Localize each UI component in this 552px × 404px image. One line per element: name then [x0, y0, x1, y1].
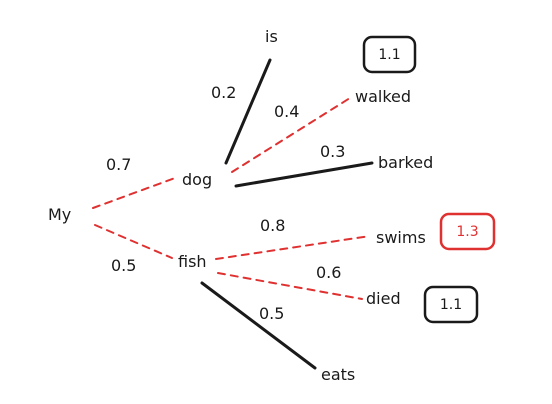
prob-dog-barked: 0.3 — [320, 142, 345, 161]
score-walked: 1.1 — [378, 47, 400, 63]
prob-dog-walked: 0.4 — [274, 102, 299, 121]
edge-my-fish — [94, 224, 173, 259]
score-box-swims: 1.3 — [439, 212, 496, 251]
node-swims: swims — [376, 228, 426, 247]
score-swims: 1.3 — [456, 224, 478, 240]
node-walked: walked — [355, 87, 411, 106]
node-died: died — [366, 289, 401, 308]
prob-fish-died: 0.6 — [316, 263, 341, 282]
node-barked: barked — [378, 153, 433, 172]
prob-my-dog: 0.7 — [106, 155, 131, 174]
prob-fish-eats: 0.5 — [259, 304, 284, 323]
prob-fish-swims: 0.8 — [260, 216, 285, 235]
node-dog: dog — [182, 170, 212, 189]
node-eats: eats — [321, 365, 355, 384]
edge-fish-eats — [200, 281, 317, 370]
edge-dog-walked — [231, 97, 351, 173]
edge-fish-swims — [215, 235, 371, 260]
prob-my-fish: 0.5 — [111, 256, 136, 275]
score-box-died: 1.1 — [423, 285, 479, 324]
node-my: My — [48, 205, 71, 224]
edge-fish-died — [217, 272, 363, 300]
node-is: is — [265, 27, 278, 46]
edge-my-dog — [92, 177, 176, 209]
prob-dog-is: 0.2 — [211, 83, 236, 102]
score-died: 1.1 — [440, 297, 462, 313]
edge-dog-is — [224, 58, 272, 165]
score-box-walked: 1.1 — [362, 35, 417, 74]
node-fish: fish — [178, 252, 207, 271]
edge-dog-barked — [234, 161, 374, 188]
